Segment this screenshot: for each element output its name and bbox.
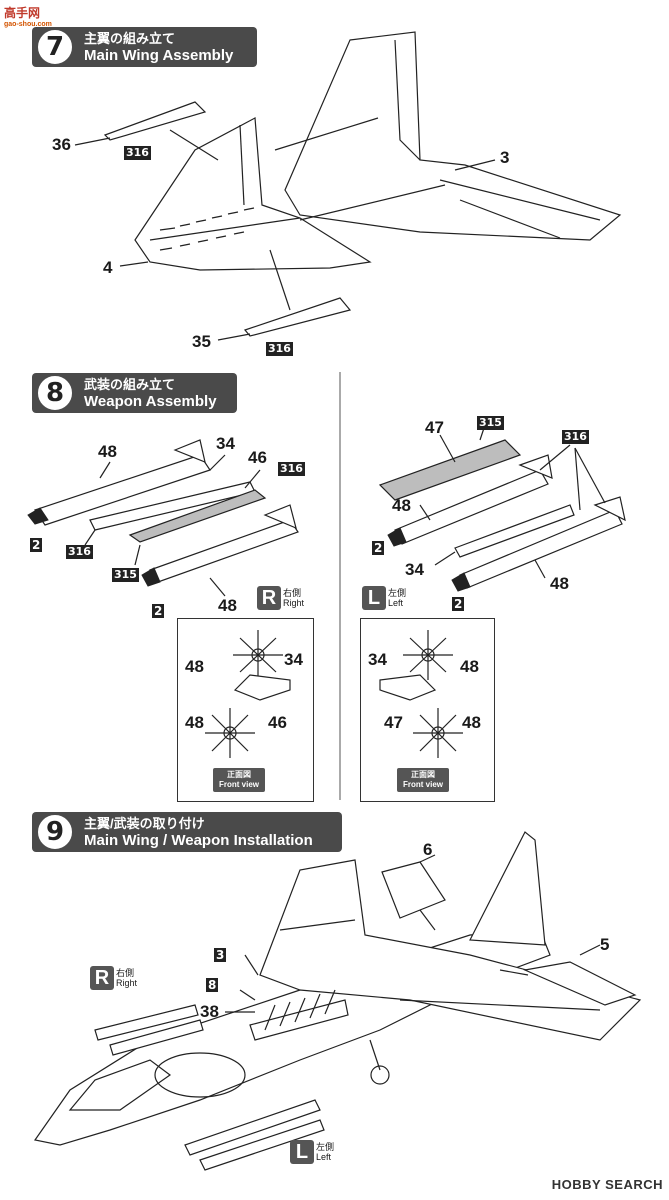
site-logo-title: 高手网 <box>4 6 41 20</box>
site-logo: 高手网 gao-shou.com <box>4 4 52 28</box>
step9-number: 9 <box>36 813 74 851</box>
step9-header: 9 主翼/武装の取り付け Main Wing / Weapon Installa… <box>32 812 342 852</box>
part-label-48: 48 <box>218 596 237 615</box>
right-front-view-panel <box>177 618 314 802</box>
left-side-jp: 左側 <box>388 588 407 598</box>
left-side-badge: L 左側 Left <box>290 1140 334 1164</box>
front-label-48: 48 <box>185 713 204 732</box>
step9-title-en: Main Wing / Weapon Installation <box>84 832 313 849</box>
front-label-46: 46 <box>268 713 287 732</box>
left-front-caption-jp: 正面図 <box>411 770 435 779</box>
right-side-letter: R <box>257 586 281 610</box>
right-side-en: Right <box>116 978 138 988</box>
left-side-en: Left <box>388 598 404 608</box>
part-label-48: 48 <box>550 574 569 593</box>
front-label-48: 48 <box>185 657 204 676</box>
part-label-5: 5 <box>600 935 610 954</box>
step7-number: 7 <box>36 28 74 66</box>
right-wing-part <box>284 31 622 241</box>
part-label-48: 48 <box>392 496 411 515</box>
part-label-2: 2 <box>372 541 385 555</box>
step8-header: 8 武装の組み立て Weapon Assembly <box>32 373 237 413</box>
part-label-2: 2 <box>452 597 465 611</box>
part-label-6: 6 <box>423 840 433 859</box>
step7-title-en: Main Wing Assembly <box>84 47 234 64</box>
front-label-34: 34 <box>368 650 387 669</box>
part-6 <box>381 861 446 919</box>
left-side-letter: L <box>290 1140 314 1164</box>
step7-drawing <box>74 31 622 341</box>
step8-number: 8 <box>36 374 74 412</box>
right-side-badge: R 右側 Right <box>90 966 137 990</box>
part-label-48: 48 <box>98 442 117 461</box>
part-label-3: 3 <box>500 148 510 167</box>
right-side-jp: 右側 <box>116 968 135 978</box>
part-label-34: 34 <box>405 560 424 579</box>
paint-code-316: 316 <box>66 545 93 559</box>
front-label-47: 47 <box>384 713 403 732</box>
right-front-caption-jp: 正面図 <box>227 770 251 779</box>
right-side-letter: R <box>90 966 114 990</box>
front-label-48: 48 <box>462 713 481 732</box>
right-side-badge: R 右側 Right <box>257 586 304 610</box>
right-front-view-drawing <box>205 630 291 758</box>
part-label-47: 47 <box>425 418 444 437</box>
left-front-caption-en: Front view <box>403 780 444 789</box>
left-side-letter: L <box>362 586 386 610</box>
left-side-jp: 左側 <box>316 1142 335 1152</box>
part-label-2: 2 <box>152 604 165 618</box>
right-side-en: Right <box>283 598 305 608</box>
part-label-46: 46 <box>248 448 267 467</box>
pylon-36 <box>103 101 207 141</box>
paint-code-315: 315 <box>112 568 139 582</box>
left-side-badge: L 左側 Left <box>362 586 406 610</box>
left-side-en: Left <box>316 1152 332 1162</box>
front-label-48: 48 <box>460 657 479 676</box>
site-logo-url: gao-shou.com <box>4 21 52 28</box>
step8-title-jp: 武装の組み立て <box>84 377 176 392</box>
step8-title-en: Weapon Assembly <box>84 393 217 410</box>
left-front-view-panel <box>360 618 495 802</box>
hobby-search-watermark: HOBBY SEARCH <box>551 1177 663 1192</box>
part-label-35: 35 <box>192 332 211 351</box>
right-side-jp: 右側 <box>283 588 302 598</box>
left-front-view-caption: 正面図 Front view <box>397 768 450 792</box>
step7-title-jp: 主翼の組み立て <box>84 31 176 46</box>
left-front-view-drawing <box>379 630 463 758</box>
right-front-caption-en: Front view <box>219 780 260 789</box>
right-front-view-caption: 正面図 Front view <box>213 768 266 792</box>
part-label-34: 34 <box>216 434 235 453</box>
part-label-36: 36 <box>52 135 71 154</box>
part-label-2: 2 <box>30 538 43 552</box>
pylon-35 <box>243 297 352 337</box>
step8-left-weapons <box>378 424 626 592</box>
part-label-4: 4 <box>103 258 113 277</box>
step9-title-jp: 主翼/武装の取り付け <box>84 816 205 831</box>
left-wing-part <box>134 117 372 271</box>
step7-header: 7 主翼の組み立て Main Wing Assembly <box>32 27 257 67</box>
paint-code-316: 316 <box>266 342 293 356</box>
part-label-3: 3 <box>214 948 227 962</box>
paint-code-316: 316 <box>562 430 589 444</box>
part-label-8: 8 <box>206 978 219 992</box>
paint-code-316: 316 <box>124 146 151 160</box>
part-5 <box>522 961 637 1006</box>
front-label-34: 34 <box>284 650 303 669</box>
step9-aircraft-drawing <box>33 831 642 1171</box>
step8-right-weapons <box>27 439 299 597</box>
paint-code-316: 316 <box>278 462 305 476</box>
part-label-38: 38 <box>200 1002 219 1021</box>
paint-code-315: 315 <box>477 416 504 430</box>
